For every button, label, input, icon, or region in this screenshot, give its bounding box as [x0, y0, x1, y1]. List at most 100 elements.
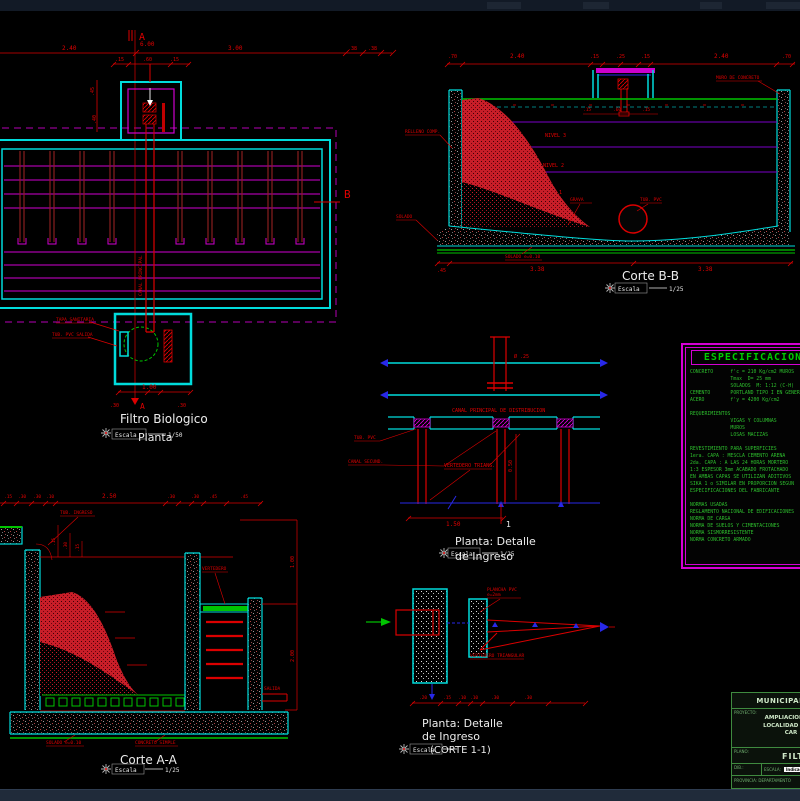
- aa-left-wall: [25, 550, 40, 710]
- corte-bb-view: .70 2.40 .15 .25 .15 2.40 .70 .15 .60 .1…: [396, 53, 796, 294]
- dim-label: .15: [4, 494, 12, 500]
- top-window-bar: [0, 0, 800, 11]
- spec-line: MUROS: [690, 426, 745, 431]
- title-block-org: MUNICIPALIDAD: [732, 693, 800, 709]
- spec-line: SOLADOS M: 1:12 (C-H): [690, 384, 794, 389]
- dim-label: 3.00: [228, 45, 243, 52]
- pipe-end-caps: [17, 238, 305, 245]
- dim-label: .10: [458, 695, 466, 701]
- plano-label: PLANO:: [734, 749, 749, 754]
- leader-label: TUB. PVC: [640, 197, 662, 203]
- aa-outlet-pipe: [262, 693, 288, 702]
- spec-line: REGLAMENTO NACIONAL DE EDIFICACIONES: [690, 510, 794, 515]
- aa-ladder-rungs: [206, 620, 243, 680]
- especificaciones-panel: ESPECIFICACIONES CONCRETO f'c = 210 Kg/c…: [681, 343, 800, 569]
- aa-base-slab: [10, 712, 288, 734]
- dim-label: 3.38: [530, 266, 545, 273]
- canal-label: CANAL PRINCIPAL: [138, 255, 144, 296]
- dim-label: .30: [167, 494, 175, 500]
- window-tab: [583, 2, 609, 9]
- window-tab: [700, 2, 722, 9]
- dim-label: .38: [348, 46, 357, 52]
- dim-label: .15: [75, 544, 81, 552]
- vertedero-label: VERTEDERO TRIANGULAR: [470, 653, 524, 659]
- leader-label: GRAVA: [570, 197, 584, 203]
- bb-top-dimensions: .70 2.40 .15 .25 .15 2.40 .70: [444, 53, 796, 68]
- especificaciones-inner: ESPECIFICACIONES CONCRETO f'c = 210 Kg/c…: [685, 347, 800, 565]
- dim-label: 2.00: [290, 650, 296, 662]
- spec-line: [690, 404, 800, 411]
- title-block-scale-row: DIB.: ESCALA: Indicada: [732, 764, 800, 776]
- project-line: CAR: [784, 730, 798, 736]
- level-label: NIVEL 3: [545, 133, 566, 139]
- outlet-box: TAPA SANITARIA TUB. PVC SALIDA: [52, 299, 193, 386]
- bb-drain-pipe: [618, 204, 648, 234]
- spec-line: REVESTIMIENTO PARA SUPERFICIES: [690, 447, 777, 452]
- bb-left-wall: [449, 90, 462, 232]
- scale-star-icon: [438, 547, 450, 559]
- dim-label: 2.40: [62, 45, 77, 52]
- project-line: LOCALIDAD DE CA: [763, 722, 800, 729]
- window-tab: [766, 2, 800, 9]
- section-a-arrow: [131, 398, 139, 405]
- scale-star-icon: [398, 743, 410, 755]
- dim-label: 6.00: [140, 41, 155, 48]
- spec-line: NORMAS USADAS: [690, 503, 728, 508]
- dim-label: .30: [33, 494, 41, 500]
- dim-label: 2.40: [510, 53, 525, 60]
- dim-label: .45: [240, 494, 248, 500]
- tank-grid-lines: [4, 165, 320, 292]
- scale-star-icon: [100, 427, 112, 439]
- dim-label: .15: [642, 107, 650, 113]
- leader-label: VERTEDERO: [202, 566, 227, 572]
- dim-label: .15: [590, 54, 599, 60]
- title-block-project-row: PROYECTO: AMPLIACION DEL LOCALIDAD DE CA…: [732, 709, 800, 748]
- leader-label: TAPA SANITARIA: [56, 317, 94, 323]
- spec-line: NORMA DE SUELOS Y CIMENTACIONES: [690, 524, 780, 529]
- bb-valve: [617, 78, 629, 90]
- distribution-pipes: [19, 151, 303, 242]
- vertedero-label: VERTEDERO TRIANG.: [444, 463, 495, 469]
- aa-top-dimensions: .15 .30 .30 .10 2.50 .30 .30 .45 .45: [0, 493, 264, 507]
- scale-label: Escala: [618, 286, 640, 293]
- dim-label: .70: [448, 54, 457, 60]
- aa-weir-strip: [203, 606, 248, 611]
- spec-line: [690, 439, 800, 446]
- central-channel: CANAL PRINCIPAL: [138, 141, 155, 299]
- bb-inlet-chamber: .15 .60 .15: [583, 68, 658, 117]
- break-arrows: [380, 359, 608, 399]
- scale-label: Escala: [413, 747, 435, 754]
- corte-bb-title: Corte B-B: [622, 269, 679, 283]
- title-block-plano-row: PLANO: FILTRO: [732, 748, 800, 764]
- scale-label: Escala: [115, 432, 137, 439]
- escala-label: ESCALA:: [764, 767, 781, 772]
- scale-star-icon: [100, 763, 112, 775]
- spec-line: NORMA CONCRETO ARMADO: [690, 538, 751, 543]
- plan-subtitle: Planta: [138, 431, 172, 444]
- dc-wall-block: [412, 588, 448, 684]
- spec-line: 1era. CAPA : MESCLA CEMENTO ARENA: [690, 454, 786, 459]
- spec-line: CONCRETO f'c = 210 Kg/cm2 MUROS: [690, 370, 794, 375]
- dim-label: .45: [90, 87, 96, 96]
- distribution-channel: [388, 416, 600, 504]
- detalle-corte-title: Planta: Detalle: [422, 717, 503, 730]
- corte-aa-title: Corte A-A: [120, 753, 178, 767]
- dc-channel-lines: [479, 619, 601, 651]
- scale-value: 1/50: [168, 432, 183, 439]
- dim-label: .20: [419, 695, 427, 701]
- dim-label: .30: [191, 494, 199, 500]
- bb-right-wall: [777, 90, 790, 230]
- scale-tag: [409, 743, 443, 755]
- spec-line: [690, 495, 800, 502]
- leader-label: TUB. INGRESO: [60, 510, 93, 516]
- dim-label: .60: [613, 107, 621, 113]
- dc-bottom-dimensions: .20 .15 .10 .10 .30 .30: [409, 695, 589, 707]
- weir-block: [413, 418, 431, 428]
- leader-label: SOLADO: [396, 214, 413, 220]
- dim-label: .10: [46, 494, 54, 500]
- scale-tag: [447, 547, 481, 559]
- dc-end-arrow: [600, 622, 609, 632]
- dim-label: .25: [616, 54, 625, 60]
- canal-label: CANAL PRINCIPAL DE DISTRIBUCION: [452, 408, 545, 414]
